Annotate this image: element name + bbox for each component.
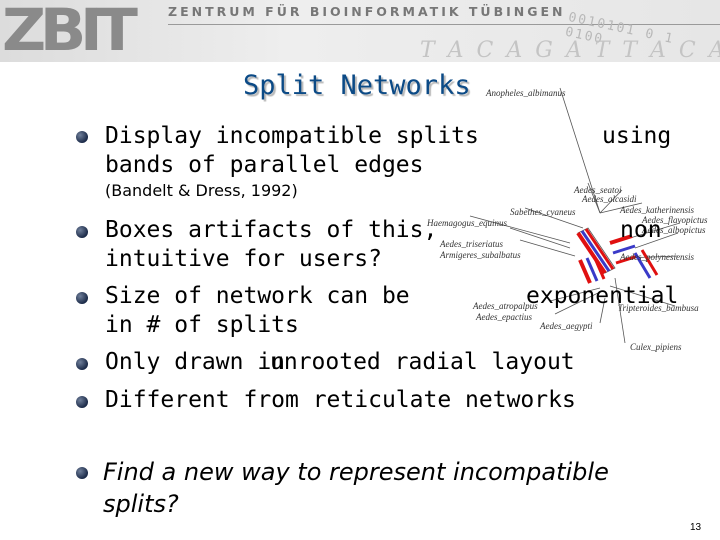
taxon-label: Culex_pipiens [630,342,682,352]
taxon-label: Aedes_seatoi [573,185,622,195]
page-number: 13 [690,522,702,533]
taxon-label: Sabethes_cyaneus [510,207,576,217]
taxon-label: Aedes_flavopictus [641,215,708,225]
taxon-label: Haemagogus_equinus [426,218,507,228]
taxon-labels: Anopheles_albimanus Aedes_seatoi Aedes_a… [426,88,708,352]
bullet-dot [76,226,88,238]
taxon-label: Aedes_albopictus [641,225,706,235]
bullet-text: in # of splits [105,312,299,338]
bullet-dot [76,131,88,143]
header-banner: ZBIT ZENTRUM FÜR BIOINFORMATIK TÜBINGEN … [0,0,720,64]
bullet-text: Different from reticulate networks [105,387,576,413]
zbit-logo: ZBIT [2,0,138,64]
bullet-dot [76,467,88,479]
taxon-label: Tripteroides_bambusa [618,303,699,313]
bullet-text: Size of network can be [105,283,410,309]
bullet-text: Find a new way to represent incompatible [103,458,609,486]
split-network-figure: Anopheles_albimanus Aedes_seatoi Aedes_a… [426,87,708,352]
dna-sequence-decoration: T A C A G A T T A C A T [420,38,720,63]
bullet-text: bands of parallel edges [105,152,424,178]
bullet-text: Display incompatible splits [105,123,479,149]
slide-title: Split Networks [243,70,471,101]
bullet-dot [76,292,88,304]
bullet-text: intuitive for users? [105,246,382,272]
header-divider [168,24,720,25]
bullet-text: splits? [103,490,179,518]
taxon-label: Aedes_triseriatus [439,239,503,249]
taxon-label: Aedes_aegypti [539,321,593,331]
bullet-dot [76,396,88,408]
bullet-text: Boxes artifacts of this, [105,217,438,243]
taxon-label: Anopheles_albimanus [485,88,566,98]
taxon-label: Aedes_epactius [475,312,532,322]
bullet-text: non [620,217,662,243]
citation: (Bandelt & Dress, 1992) [105,181,298,200]
bullet-text: unrooted radial layout [270,349,575,375]
taxon-label: Aedes_alcasidi [581,194,637,204]
taxon-label: Aedes_polynesiensis [619,252,694,262]
bullet-text: Only drawn in [105,349,286,375]
bullet-text: using [602,123,672,149]
taxon-label: Aedes_atropalpus [472,301,538,311]
bullet-dot [76,358,88,370]
taxon-label: Armigeres_subalbatus [439,250,521,260]
taxon-label: Aedes_katherinensis [619,205,694,215]
institute-name: ZENTRUM FÜR BIOINFORMATIK TÜBINGEN [168,4,566,19]
bullet-text: exponential [526,283,679,309]
split-bands [576,227,659,284]
closing-question: Find a new way to represent incompatible… [103,456,609,520]
